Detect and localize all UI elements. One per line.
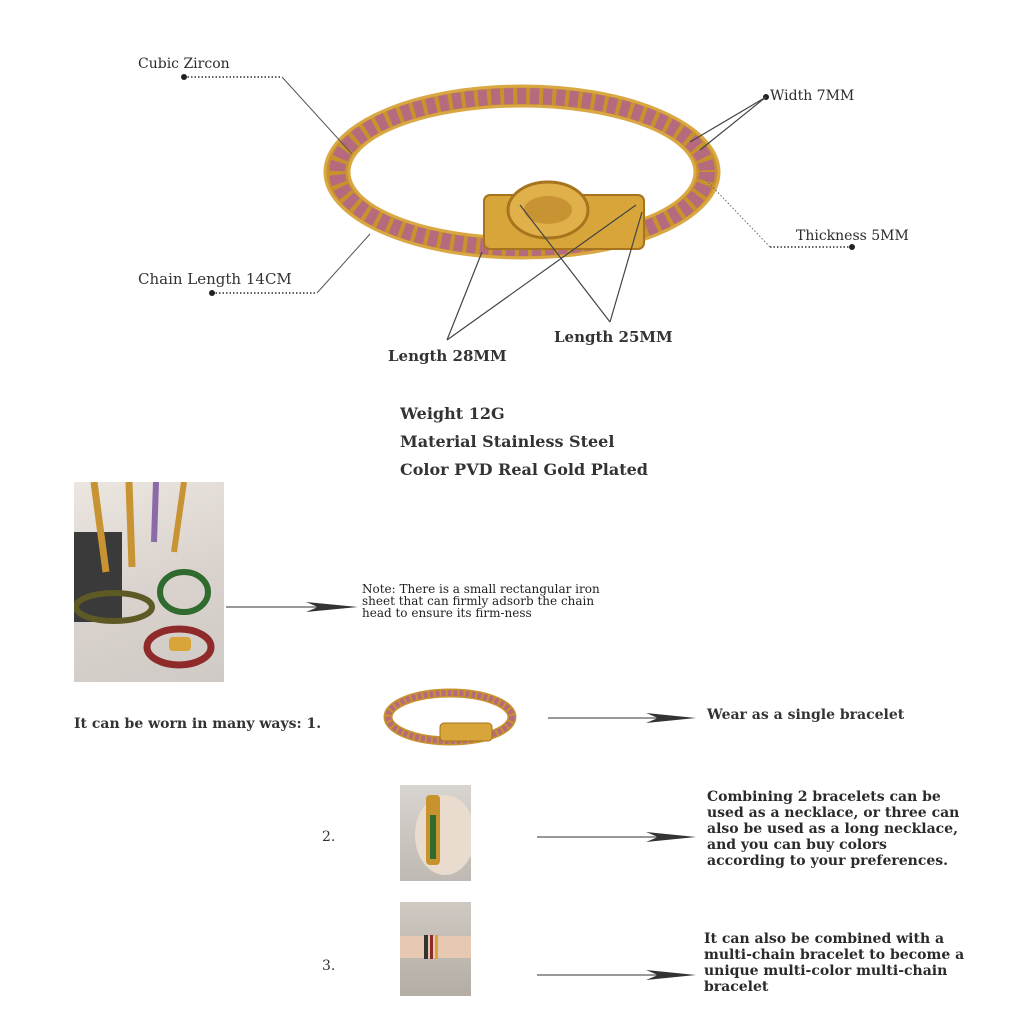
arrow-way-1 <box>548 713 696 723</box>
label-length-25: Length 25MM <box>554 328 673 346</box>
spec-material: Material Stainless Steel <box>400 432 615 451</box>
way-2-illustration <box>415 795 471 875</box>
label-chain-length: Chain Length 14CM <box>138 270 292 288</box>
ways-intro: It can be worn in many ways: 1. <box>74 716 322 732</box>
arrow-note <box>226 602 358 612</box>
way-3-desc: It can also be combined with a multi-cha… <box>704 931 965 995</box>
label-width: Width 7MM <box>770 88 855 104</box>
way-2-number: 2. <box>322 829 336 845</box>
way-1-desc: Wear as a single bracelet <box>707 707 905 723</box>
spec-color: Color PVD Real Gold Plated <box>400 460 648 479</box>
way-1-photo <box>380 685 520 753</box>
way-3-number: 3. <box>322 958 336 974</box>
product-photo-illustration <box>74 482 215 669</box>
way-2-photo <box>400 785 471 881</box>
note-text: Note: There is a small rectangular iron … <box>362 582 600 620</box>
label-thickness: Thickness 5MM <box>796 228 909 244</box>
way-1-bracelet <box>383 688 517 746</box>
way-3-photo <box>400 902 471 996</box>
spec-list: Weight 12G Material Stainless Steel Colo… <box>400 400 648 484</box>
bracelet-main <box>323 84 721 260</box>
product-photo-multi <box>74 482 224 682</box>
label-length-28: Length 28MM <box>388 347 507 365</box>
way-2-desc: Combining 2 bracelets can be used as a n… <box>707 789 960 869</box>
label-cubic-zircon: Cubic Zircon <box>138 56 230 72</box>
spec-weight: Weight 12G <box>400 404 505 423</box>
way-3-illustration <box>400 935 471 959</box>
arrow-way-3 <box>537 970 696 980</box>
arrow-way-2 <box>537 832 696 842</box>
